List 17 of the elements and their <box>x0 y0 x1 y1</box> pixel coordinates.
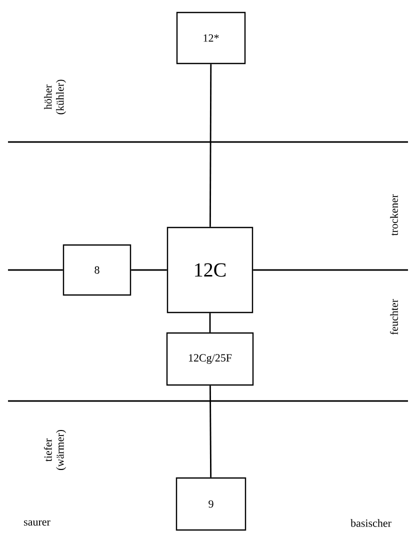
connector-line <box>253 269 408 271</box>
connector-line <box>131 269 167 271</box>
axis-label: saurer <box>24 520 50 526</box>
axis-label: tiefer (wärmer) <box>44 430 66 470</box>
value-box: 12* <box>176 12 246 64</box>
connector-line <box>209 313 211 332</box>
connector-line <box>209 386 212 478</box>
value-box: 12C <box>166 226 254 314</box>
axis-label: feuchter <box>390 299 398 335</box>
axis-label: höher (kühler) <box>44 80 66 114</box>
axis-label: basischer <box>350 519 392 527</box>
connector-line <box>8 269 63 271</box>
value-box: 8 <box>62 244 132 296</box>
connector-line <box>209 64 212 227</box>
value-box: 12Cg/25F <box>166 332 254 386</box>
axis-label: trockener <box>390 194 398 236</box>
value-box: 9 <box>176 477 246 531</box>
